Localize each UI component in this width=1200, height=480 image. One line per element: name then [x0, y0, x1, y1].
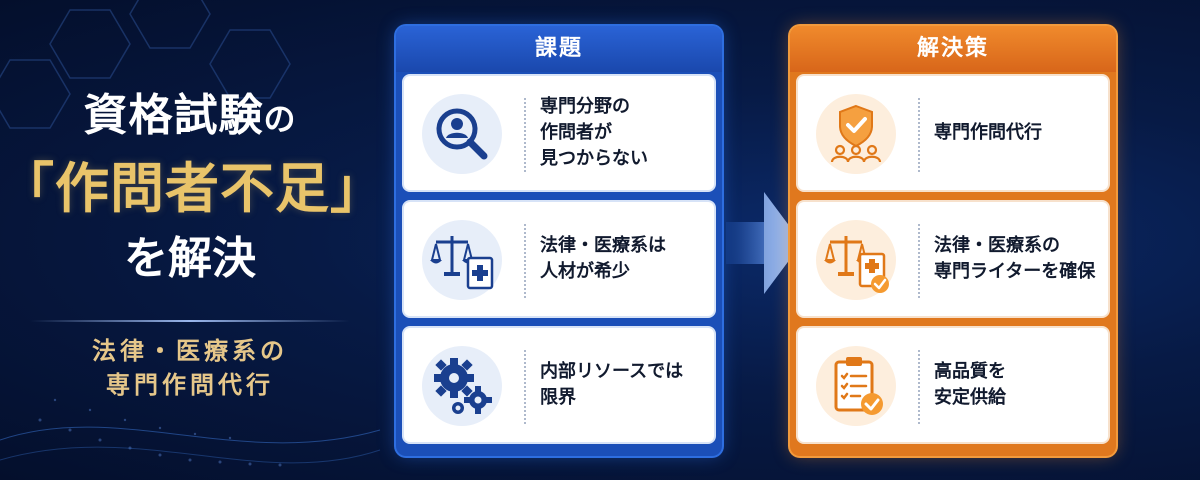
text-line: 専門作問代行	[934, 122, 1042, 143]
gears-icon	[422, 346, 502, 426]
text-line: 専門分野の	[540, 96, 630, 117]
solution-card-2: 法律・医療系の 専門ライターを確保	[796, 200, 1110, 318]
text-line: 内部リソースでは	[540, 361, 684, 382]
headline-particle: の	[263, 100, 297, 138]
headline-line3: を解決	[124, 233, 256, 284]
text-line: 限界	[540, 387, 576, 408]
solution-text-1: 専門作問代行	[934, 76, 1106, 190]
problem-text-2: 法律・医療系は 人材が希少	[540, 202, 712, 316]
card-divider	[524, 98, 526, 172]
solution-card-1: 専門作問代行	[796, 74, 1110, 192]
solution-text-3: 高品質を 安定供給	[934, 328, 1106, 442]
solution-text-2: 法律・医療系の 専門ライターを確保	[934, 202, 1106, 316]
problem-text-3: 内部リソースでは 限界	[540, 328, 712, 442]
card-divider	[918, 350, 920, 424]
subheadline-line2: 専門作問代行	[106, 370, 274, 399]
clipboard-check-icon	[816, 346, 896, 426]
search-person-icon	[422, 94, 502, 174]
headline-highlight: 「作問者不足」	[0, 156, 385, 220]
card-divider	[524, 350, 526, 424]
card-divider	[918, 98, 920, 172]
problem-card-1: 専門分野の 作問者が 見つからない	[402, 74, 716, 192]
shield-team-icon	[816, 94, 896, 174]
headline-line1: 資格試験の	[0, 88, 380, 147]
text-line: 見つからない	[540, 148, 648, 169]
text-line: 人材が希少	[540, 261, 630, 282]
text-line: 法律・医療系は	[540, 235, 666, 256]
solution-card-3: 高品質を 安定供給	[796, 326, 1110, 444]
scales-document-icon	[422, 220, 502, 300]
problems-title: 課題	[396, 26, 722, 72]
text-line: 高品質を	[934, 361, 1006, 382]
scales-document-check-icon	[816, 220, 896, 300]
problems-panel: 課題 専門分野の 作問者が 見つからない	[396, 26, 722, 456]
subheadline-line1: 法律・医療系の	[92, 336, 288, 365]
arrow-right-icon	[726, 192, 802, 294]
text-line: 専門ライターを確保	[934, 261, 1096, 282]
solutions-title: 解決策	[790, 26, 1116, 72]
headline-divider	[30, 320, 350, 322]
problem-card-3: 内部リソースでは 限界	[402, 326, 716, 444]
text-line: 法律・医療系の	[934, 235, 1060, 256]
headline: 資格試験の 「作問者不足」 を解決	[0, 88, 385, 322]
problem-card-2: 法律・医療系は 人材が希少	[402, 200, 716, 318]
text-line: 作問者が	[540, 122, 612, 143]
text-line: 安定供給	[934, 387, 1006, 408]
solutions-panel: 解決策 専門作問代行	[790, 26, 1116, 456]
problem-text-1: 専門分野の 作問者が 見つからない	[540, 76, 712, 190]
headline-main-text: 資格試験	[83, 90, 264, 141]
card-divider	[524, 224, 526, 298]
card-divider	[918, 224, 920, 298]
subheadline: 法律・医療系の 専門作問代行	[0, 334, 380, 402]
